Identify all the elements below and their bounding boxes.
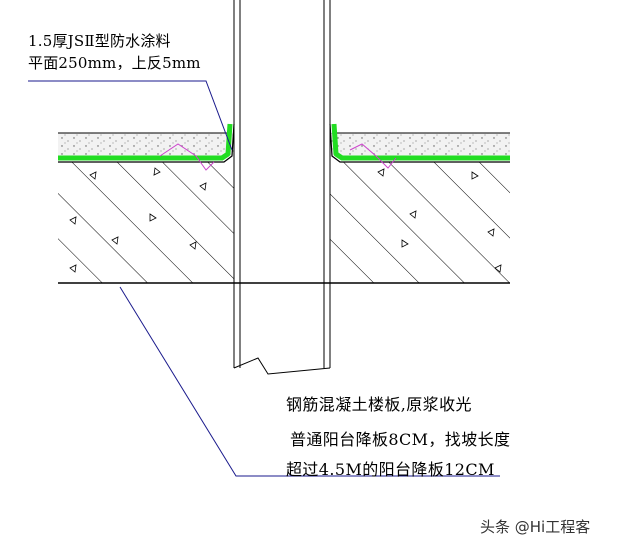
- vertical-pipe: [233, 0, 331, 375]
- screed-layer: [58, 132, 510, 156]
- waterproof-membrane: [58, 123, 510, 161]
- concrete-slab: [58, 162, 510, 283]
- leader-lines: [28, 80, 500, 477]
- slab-spec-label: 钢筋混凝土楼板,原浆收光: [286, 395, 472, 414]
- annotation-mark: [159, 143, 397, 171]
- coating-spec-label: 1.5厚JSⅡ型防水涂料: [28, 32, 171, 50]
- coating-dimension-label: 平面250mm，上反5mm: [28, 54, 201, 72]
- watermark: 头条 @Hi工程客: [480, 518, 591, 536]
- slab-drop-normal-label: 普通阳台降板8CM，找坡长度: [290, 430, 511, 449]
- slab-drop-long-label: 超过4.5M的阳台降板12CM: [286, 460, 495, 479]
